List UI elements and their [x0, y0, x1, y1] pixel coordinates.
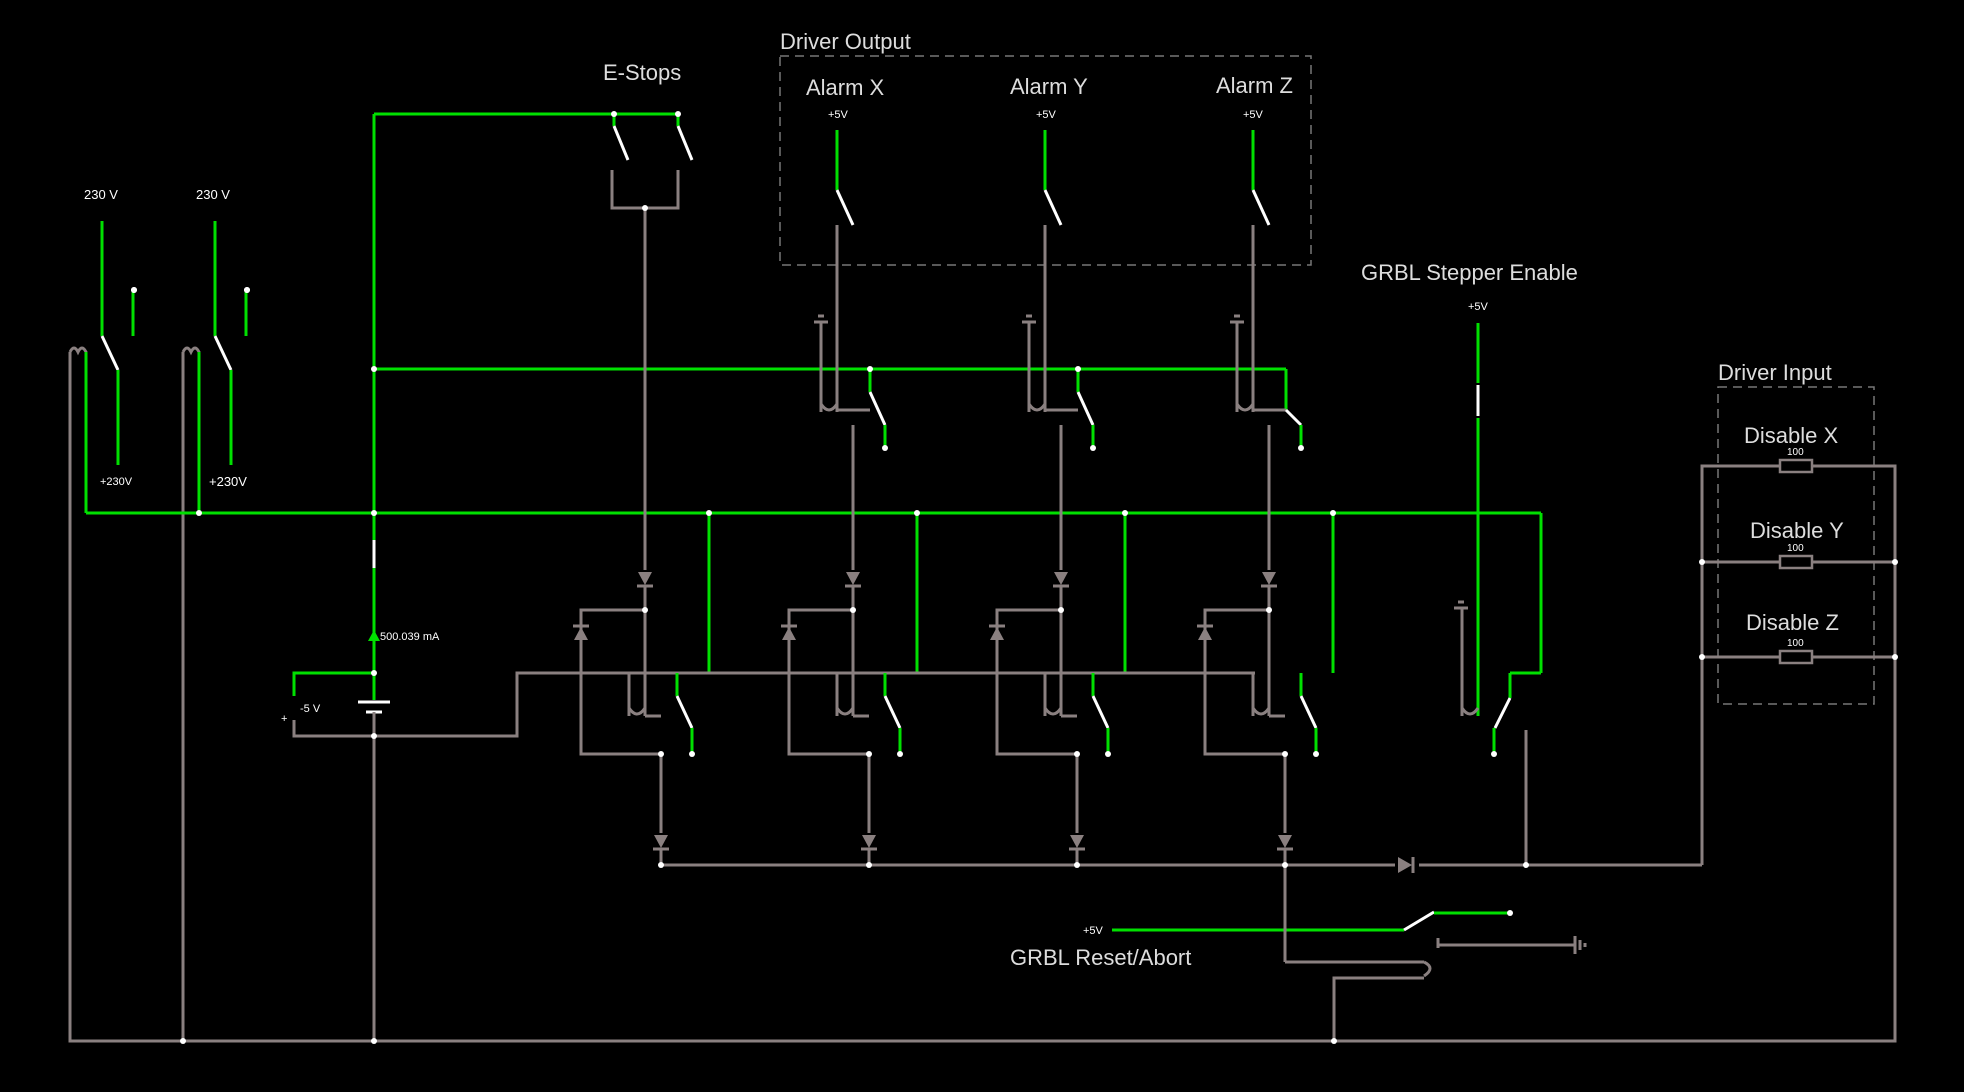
grbl-enable-relay — [1454, 323, 1528, 865]
logic-stage-1 — [573, 572, 694, 865]
junction-dot — [244, 287, 250, 293]
junction-dot — [1282, 751, 1288, 757]
voltage-label-p230-b: +230V — [209, 474, 247, 489]
junction-dot — [1491, 751, 1497, 757]
voltage-label-230-b: 230 V — [196, 187, 230, 202]
junction-dot — [1298, 445, 1304, 451]
junction-dot — [1331, 1038, 1337, 1044]
junction-dot — [371, 366, 377, 372]
logic-stage-3 — [989, 572, 1110, 865]
junction-dot — [196, 510, 202, 516]
voltage-label-5v-reset: +5V — [1083, 925, 1104, 937]
junction-dot — [1282, 862, 1288, 868]
junction-dot — [706, 510, 712, 516]
alarm-z-label: Alarm Z — [1216, 73, 1293, 98]
driver-input-label: Driver Input — [1718, 360, 1832, 385]
junction-dot — [371, 733, 377, 739]
junction-dot — [1058, 607, 1064, 613]
junction-dot — [180, 1038, 186, 1044]
voltage-label-5v-z: +5V — [1243, 109, 1264, 121]
alarm-y-label: Alarm Y — [1010, 74, 1088, 99]
grbl-reset-label: GRBL Reset/Abort — [1010, 945, 1191, 970]
junction-dot — [867, 366, 873, 372]
junction-dot — [689, 751, 695, 757]
driver-output-label: Driver Output — [780, 29, 911, 54]
junction-dot — [658, 751, 664, 757]
junction-dot — [642, 607, 648, 613]
estops-label: E-Stops — [603, 60, 681, 85]
alarm-z-switch — [1251, 130, 1271, 412]
junction-dot — [642, 205, 648, 211]
junction-dots — [131, 111, 1898, 1044]
disable-x-label: Disable X — [1744, 423, 1838, 448]
voltage-label-minus5v: -5 V — [300, 703, 321, 715]
junction-dot — [1074, 862, 1080, 868]
junction-dot — [371, 670, 377, 676]
junction-dot — [131, 287, 137, 293]
positive-bus — [86, 112, 1543, 675]
junction-dot — [866, 862, 872, 868]
junction-dot — [371, 510, 377, 516]
logic-stages — [573, 572, 1318, 865]
junction-dot — [1105, 751, 1111, 757]
junction-dot — [1699, 654, 1705, 660]
return-bus — [68, 352, 1897, 1043]
voltage-label-5v-y: +5V — [1036, 109, 1057, 121]
voltage-label-5v-x: +5V — [828, 109, 849, 121]
labels: E-Stops Driver Output Alarm X Alarm Y Al… — [84, 29, 1844, 970]
junction-dot — [371, 1038, 377, 1044]
driver-input-box — [1717, 386, 1875, 705]
grbl-enable-label: GRBL Stepper Enable — [1361, 260, 1578, 285]
plus-terminal-label: + — [281, 713, 287, 725]
junction-dot — [1074, 751, 1080, 757]
junction-dot — [1507, 910, 1513, 916]
mains-relay-2 — [181, 221, 250, 513]
junction-dot — [1075, 366, 1081, 372]
logic-stage-4 — [1197, 572, 1318, 865]
resistor-y-value: 100 — [1787, 543, 1804, 554]
junction-dot — [1892, 559, 1898, 565]
junction-dot — [866, 751, 872, 757]
disable-z-label: Disable Z — [1746, 610, 1839, 635]
grbl-reset-switch — [1112, 865, 1587, 978]
alarm-x-switch — [835, 130, 855, 412]
junction-dot — [914, 510, 920, 516]
alarm-relay-y — [1022, 314, 1095, 570]
resistor-z-value: 100 — [1787, 638, 1804, 649]
current-readout: 500.039 mA — [380, 631, 440, 643]
power-source — [292, 540, 1255, 738]
junction-dot — [850, 607, 856, 613]
junction-dot — [1122, 510, 1128, 516]
alarm-relay-x — [814, 314, 887, 570]
voltage-label-230-a: 230 V — [84, 187, 118, 202]
driver-input-resistors — [1702, 458, 1897, 665]
junction-dot — [897, 751, 903, 757]
alarm-y-switch — [1043, 130, 1063, 412]
junction-dot — [1699, 559, 1705, 565]
junction-dot — [675, 111, 681, 117]
estop-switches — [610, 112, 694, 570]
junction-dot — [1523, 862, 1529, 868]
disable-y-label: Disable Y — [1750, 518, 1844, 543]
alarm-x-label: Alarm X — [806, 75, 885, 100]
resistor-x-value: 100 — [1787, 447, 1804, 458]
voltage-label-p230-a: +230V — [100, 476, 133, 488]
junction-dot — [1090, 445, 1096, 451]
alarm-relay-z — [1230, 314, 1303, 570]
junction-dot — [1892, 654, 1898, 660]
junction-dot — [658, 862, 664, 868]
junction-dot — [882, 445, 888, 451]
diode-bus — [661, 464, 1718, 873]
mains-relay-1 — [68, 221, 137, 513]
junction-dot — [1313, 751, 1319, 757]
junction-dot — [1266, 607, 1272, 613]
voltage-label-5v-enable: +5V — [1468, 301, 1489, 313]
logic-stage-2 — [781, 572, 902, 865]
junction-dot — [1330, 510, 1336, 516]
junction-dot — [611, 111, 617, 117]
